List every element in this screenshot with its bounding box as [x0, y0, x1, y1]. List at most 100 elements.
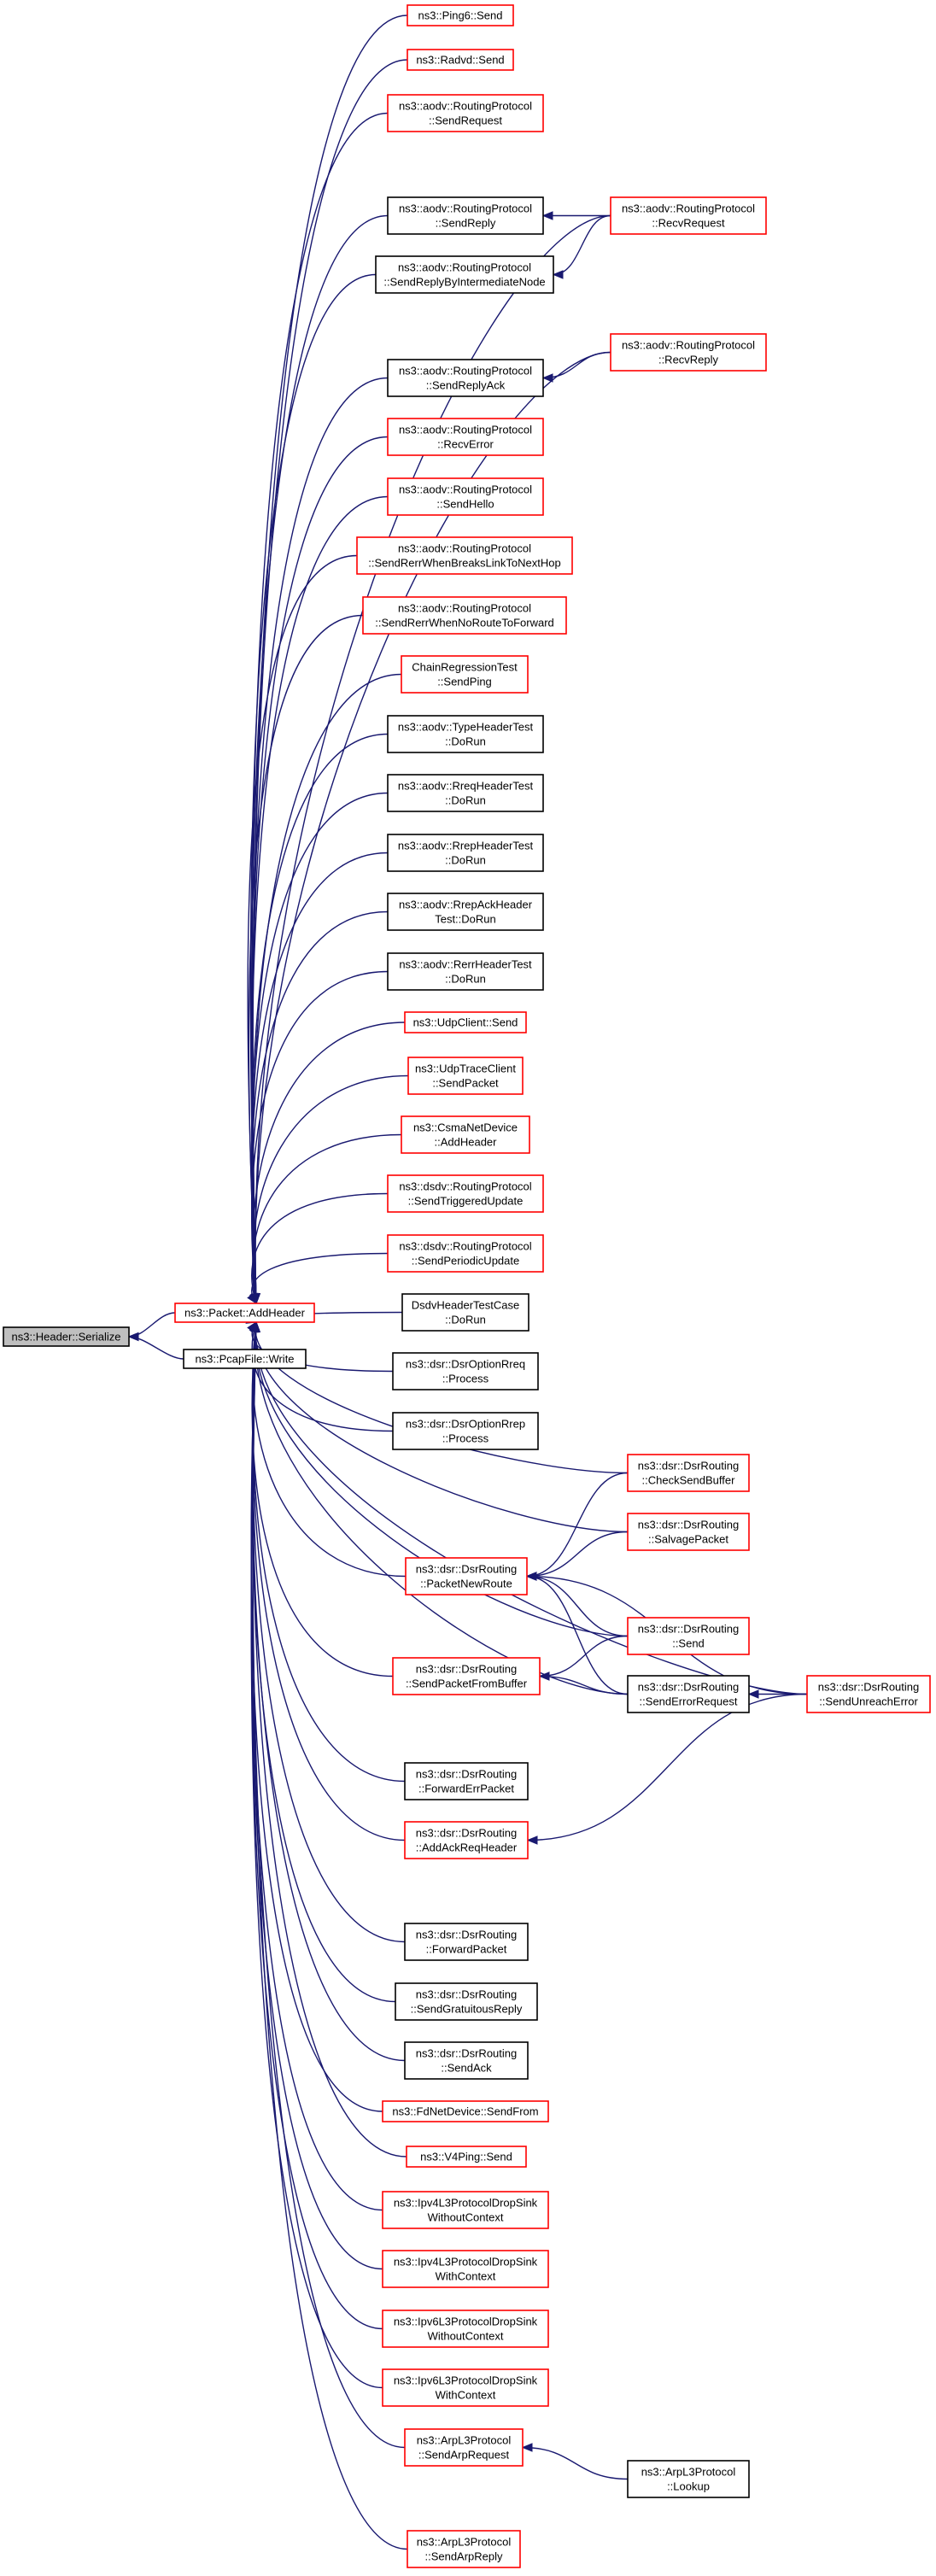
node-label: ::RecvError [437, 438, 494, 451]
node-dsr_packetnewroute[interactable]: ns3::dsr::DsrRouting::PacketNewRoute [405, 1557, 528, 1595]
node-ipv6dropwithout[interactable]: ns3::Ipv6L3ProtocolDropSinkWithoutContex… [382, 2310, 549, 2348]
node-label: ::SendRerrWhenBreaksLinkToNextHop [368, 557, 560, 570]
node-arpsendreply[interactable]: ns3::ArpL3Protocol::SendArpReply [407, 2530, 521, 2568]
node-box [387, 94, 544, 132]
node-dsr_salvagepacket[interactable]: ns3::dsr::DsrRouting::SalvagePacket [627, 1513, 750, 1551]
node-udpclientsend[interactable]: ns3::UdpClient::Send [404, 1011, 527, 1033]
edge-path [251, 733, 389, 1304]
node-box [404, 1923, 529, 1961]
node-aodv_sendreply: ns3::aodv::RoutingProtocol::SendReply [387, 196, 544, 235]
node-dsr_sendpacketfrombuffer[interactable]: ns3::dsr::DsrRouting::SendPacketFromBuff… [392, 1657, 541, 1695]
node-box [382, 2100, 549, 2122]
edge-path [250, 1321, 383, 2389]
edge-udptraceclient-to-addheader [250, 1074, 409, 1305]
node-dsr_addackreqheader[interactable]: ns3::dsr::DsrRouting::AddAckReqHeader [404, 1821, 529, 1859]
node-fdsendfrom[interactable]: ns3::FdNetDevice::SendFrom [382, 2100, 549, 2122]
node-box [375, 255, 554, 294]
node-rrepheadertest: ns3::aodv::RrepHeaderTest::DoRun [387, 834, 544, 872]
node-chainregression[interactable]: ChainRegressionTest::SendPing [401, 655, 529, 694]
node-label: ::PacketNewRoute [420, 1578, 512, 1590]
node-box [392, 1657, 541, 1695]
node-box [174, 1303, 315, 1323]
node-label: ::Lookup [667, 2480, 710, 2493]
node-udptraceclient[interactable]: ns3::UdpTraceClient::SendPacket [407, 1057, 524, 1095]
edge-path [254, 351, 611, 1304]
node-label: ns3::aodv::RoutingProtocol [399, 100, 532, 113]
node-box [392, 1412, 539, 1450]
node-aodv_sendrerrwhennoroute[interactable]: ns3::aodv::RoutingProtocol::SendRerrWhen… [362, 596, 567, 635]
node-label: ::DoRun [445, 1314, 486, 1326]
node-v4pingsend[interactable]: ns3::V4Ping::Send [406, 2146, 527, 2168]
node-ping6send[interactable]: ns3::Ping6::Send [407, 4, 514, 26]
edge-path [252, 1321, 407, 2157]
edge-arplookup-to-arpsendrequest [521, 2443, 629, 2480]
node-label: ns3::Radvd::Send [416, 54, 504, 67]
edge-path [539, 1675, 629, 1695]
node-box [404, 1821, 529, 1859]
node-label: ns3::dsr::DsrRouting [638, 1623, 740, 1636]
node-dsr_sendunreacherror[interactable]: ns3::dsr::DsrRouting::SendUnreachError [806, 1675, 931, 1713]
node-label: ns3::V4Ping::Send [420, 2151, 512, 2163]
node-ipv4dropwithout[interactable]: ns3::Ipv4L3ProtocolDropSinkWithoutContex… [382, 2191, 549, 2229]
edge-path [254, 1321, 629, 1474]
node-aodv_sendrerrwhenbreaks[interactable]: ns3::aodv::RoutingProtocol::SendRerrWhen… [356, 536, 573, 575]
node-label: ns3::aodv::RrepAckHeader [399, 899, 533, 911]
node-aodv_recvreply[interactable]: ns3::aodv::RoutingProtocol::RecvReply [610, 333, 767, 372]
node-label: ns3::ArpL3Protocol [417, 2536, 512, 2549]
node-dsdv_triggered[interactable]: ns3::dsdv::RoutingProtocol::SendTriggere… [387, 1174, 544, 1213]
node-dsr_checksendbuffer[interactable]: ns3::dsr::DsrRouting::CheckSendBuffer [627, 1454, 750, 1492]
edge-path [527, 1693, 808, 1841]
node-radvdsend[interactable]: ns3::Radvd::Send [407, 49, 514, 71]
node-label: ns3::aodv::TypeHeaderTest [398, 721, 534, 734]
node-label: ::SendPing [437, 676, 492, 688]
node-label: ::SendRerrWhenNoRouteToForward [375, 617, 554, 629]
edge-dsr_forwardpacket-to-addheader [251, 1320, 406, 1943]
node-label: WithContext [436, 2389, 496, 2402]
node-label: ::ForwardErrPacket [418, 1783, 514, 1795]
node-label: ::SendPacketFromBuffer [406, 1677, 528, 1690]
node-label: Test::DoRun [435, 913, 496, 926]
node-dsdv_periodic[interactable]: ns3::dsdv::RoutingProtocol::SendPeriodic… [387, 1234, 544, 1273]
arrowhead [747, 1689, 759, 1699]
node-box [395, 1982, 538, 2021]
node-dsr_sendack: ns3::dsr::DsrRouting::SendAck [404, 2041, 529, 2080]
node-label: ns3::CsmaNetDevice [413, 1121, 518, 1134]
node-arpsendrequest[interactable]: ns3::ArpL3Protocol::SendArpRequest [404, 2428, 524, 2467]
edge-dsr_checksendbuffer-to-addheader [249, 1320, 629, 1474]
node-dsr_senderrorrequest: ns3::dsr::DsrRouting::SendErrorRequest [627, 1675, 750, 1713]
node-box [627, 1454, 750, 1492]
edge-ipv6dropwith-to-addheader [250, 1320, 383, 2389]
node-label: ::AddAckReqHeader [416, 1841, 518, 1854]
node-label: ns3::Ping6::Send [418, 9, 502, 22]
node-label: ::SendReplyAck [426, 379, 506, 392]
edge-path [252, 673, 402, 1304]
node-box [387, 893, 544, 931]
edge-aodv_sendrequest-to-addheader [251, 112, 389, 1305]
node-box [627, 1617, 750, 1655]
node-box [610, 196, 767, 235]
arrowhead [521, 2443, 533, 2452]
node-label: ::Process [442, 1432, 489, 1445]
arrowhead [525, 1572, 537, 1581]
node-csmaaddheader[interactable]: ns3::CsmaNetDevice::AddHeader [401, 1115, 530, 1154]
node-box [382, 2191, 549, 2229]
node-aodv_recvrequest[interactable]: ns3::aodv::RoutingProtocol::RecvRequest [610, 196, 767, 235]
node-aodv_sendrequest[interactable]: ns3::aodv::RoutingProtocol::SendRequest [387, 94, 544, 132]
edge-path [252, 1321, 406, 1783]
node-label: ::SendUnreachError [819, 1695, 918, 1708]
node-dsr_send[interactable]: ns3::dsr::DsrRouting::Send [627, 1617, 750, 1655]
nodes-layer: ns3::Header::Serializens3::Packet::AddHe… [3, 4, 931, 2568]
node-label: ::SendAck [441, 2062, 492, 2075]
arrowhead [538, 1671, 550, 1681]
node-label: ns3::dsdv::RoutingProtocol [399, 1180, 531, 1193]
node-label: ::DoRun [445, 973, 486, 986]
node-aodv_sendhello[interactable]: ns3::aodv::RoutingProtocol::SendHello [387, 477, 544, 516]
edge-path [251, 1321, 394, 1677]
node-addheader[interactable]: ns3::Packet::AddHeader [174, 1303, 315, 1323]
edge-path [251, 1321, 394, 1432]
node-aodv_recverror[interactable]: ns3::aodv::RoutingProtocol::RecvError [387, 418, 544, 456]
